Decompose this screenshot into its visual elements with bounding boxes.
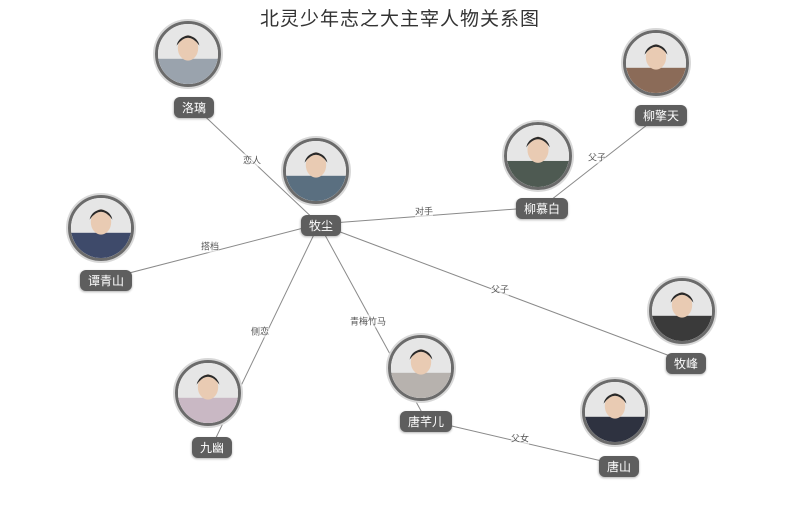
edge-label: 青梅竹马 bbox=[350, 315, 386, 328]
avatar bbox=[175, 360, 241, 426]
edge-label: 侧恋 bbox=[251, 325, 269, 338]
edge-label: 对手 bbox=[415, 205, 433, 218]
avatar bbox=[388, 335, 454, 401]
edge-label: 父女 bbox=[511, 432, 529, 445]
avatar bbox=[68, 195, 134, 261]
edge-label: 父子 bbox=[491, 283, 509, 296]
character-name-label: 唐芊儿 bbox=[400, 411, 452, 432]
character-name-label: 洛璃 bbox=[174, 97, 214, 118]
avatar bbox=[504, 122, 572, 190]
avatar bbox=[283, 138, 349, 204]
character-name-label: 柳慕白 bbox=[516, 198, 568, 219]
character-name-label: 谭青山 bbox=[80, 270, 132, 291]
avatar bbox=[649, 278, 715, 344]
avatar bbox=[582, 379, 648, 445]
character-name-label: 牧峰 bbox=[666, 353, 706, 374]
avatar bbox=[155, 21, 221, 87]
edge-label: 搭档 bbox=[201, 240, 219, 253]
character-name-label: 柳擎天 bbox=[635, 105, 687, 126]
character-name-label: 牧尘 bbox=[301, 215, 341, 236]
edge-label: 父子 bbox=[588, 151, 606, 164]
edge-label: 恋人 bbox=[243, 154, 261, 167]
character-name-label: 唐山 bbox=[599, 456, 639, 477]
character-name-label: 九幽 bbox=[192, 437, 232, 458]
avatar bbox=[623, 30, 689, 96]
